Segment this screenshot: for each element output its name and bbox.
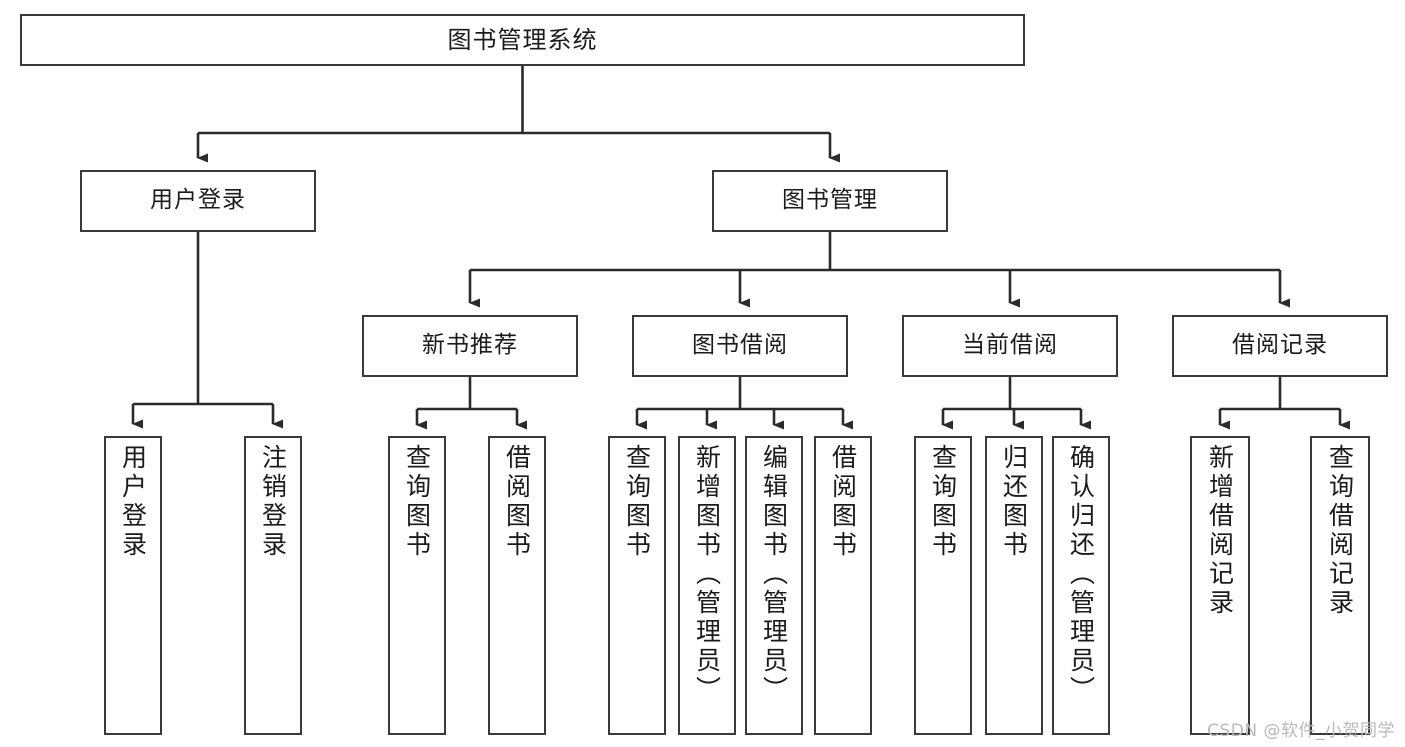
node-leaf-add-book[interactable]: 新增图书（管理员） bbox=[678, 436, 736, 735]
watermark: CSDN @软件_小贺同学 bbox=[1207, 721, 1395, 741]
node-leaf-add-borrow-record[interactable]: 新增借阅记录 bbox=[1190, 436, 1250, 735]
node-label: 编辑图书（管理员） bbox=[759, 444, 789, 705]
edges-level2-to-level3 bbox=[468, 232, 1290, 308]
edges-book-borrow-to-leaves bbox=[635, 377, 853, 430]
node-label: 借阅记录 bbox=[1232, 332, 1328, 359]
edges-borrow-record-to-leaves bbox=[1218, 377, 1350, 430]
node-label: 新增借阅记录 bbox=[1205, 444, 1235, 618]
edges-user-login-to-leaves bbox=[131, 232, 283, 429]
node-label: 确认归还（管理员） bbox=[1066, 444, 1096, 705]
node-leaf-query-book-2[interactable]: 查询图书 bbox=[608, 436, 666, 735]
node-label: 用户登录 bbox=[150, 187, 246, 214]
node-label: 查询图书 bbox=[622, 444, 652, 560]
node-borrow-record[interactable]: 借阅记录 bbox=[1172, 315, 1388, 377]
node-label: 新增图书（管理员） bbox=[692, 444, 722, 705]
node-label: 图书管理系统 bbox=[447, 25, 598, 54]
node-leaf-query-borrow-record[interactable]: 查询借阅记录 bbox=[1310, 436, 1370, 735]
edges-new-book-recommend-to-leaves bbox=[415, 377, 527, 430]
node-leaf-user-login[interactable]: 用户登录 bbox=[104, 436, 162, 735]
node-label: 注销登录 bbox=[258, 444, 288, 560]
node-book-borrow[interactable]: 图书借阅 bbox=[632, 315, 848, 377]
node-label: 归还图书 bbox=[999, 444, 1029, 560]
node-label: 查询借阅记录 bbox=[1325, 444, 1355, 618]
node-label: 图书管理 bbox=[782, 187, 878, 214]
node-leaf-return-book[interactable]: 归还图书 bbox=[985, 436, 1043, 735]
node-current-borrow[interactable]: 当前借阅 bbox=[902, 315, 1118, 377]
node-label: 借阅图书 bbox=[828, 444, 858, 560]
node-label: 借阅图书 bbox=[502, 444, 532, 560]
node-book-manage[interactable]: 图书管理 bbox=[712, 170, 948, 232]
node-leaf-borrow-book-2[interactable]: 借阅图书 bbox=[814, 436, 872, 735]
node-label: 图书借阅 bbox=[692, 332, 788, 359]
node-new-book-recommend[interactable]: 新书推荐 bbox=[362, 315, 578, 377]
edges-root-to-level2 bbox=[196, 66, 840, 163]
edges-current-borrow-to-leaves bbox=[941, 377, 1091, 430]
node-user-login[interactable]: 用户登录 bbox=[80, 170, 316, 232]
node-leaf-query-book-1[interactable]: 查询图书 bbox=[388, 436, 446, 735]
node-leaf-borrow-book-1[interactable]: 借阅图书 bbox=[488, 436, 546, 735]
node-leaf-edit-book[interactable]: 编辑图书（管理员） bbox=[745, 436, 803, 735]
node-label: 查询图书 bbox=[402, 444, 432, 560]
node-label: 查询图书 bbox=[928, 444, 958, 560]
node-root-system[interactable]: 图书管理系统 bbox=[20, 14, 1025, 66]
node-leaf-logout-login[interactable]: 注销登录 bbox=[244, 436, 302, 735]
node-label: 新书推荐 bbox=[422, 332, 518, 359]
node-label: 当前借阅 bbox=[962, 332, 1058, 359]
node-leaf-query-book-3[interactable]: 查询图书 bbox=[914, 436, 972, 735]
node-leaf-confirm-return[interactable]: 确认归还（管理员） bbox=[1052, 436, 1110, 735]
node-label: 用户登录 bbox=[118, 444, 148, 560]
